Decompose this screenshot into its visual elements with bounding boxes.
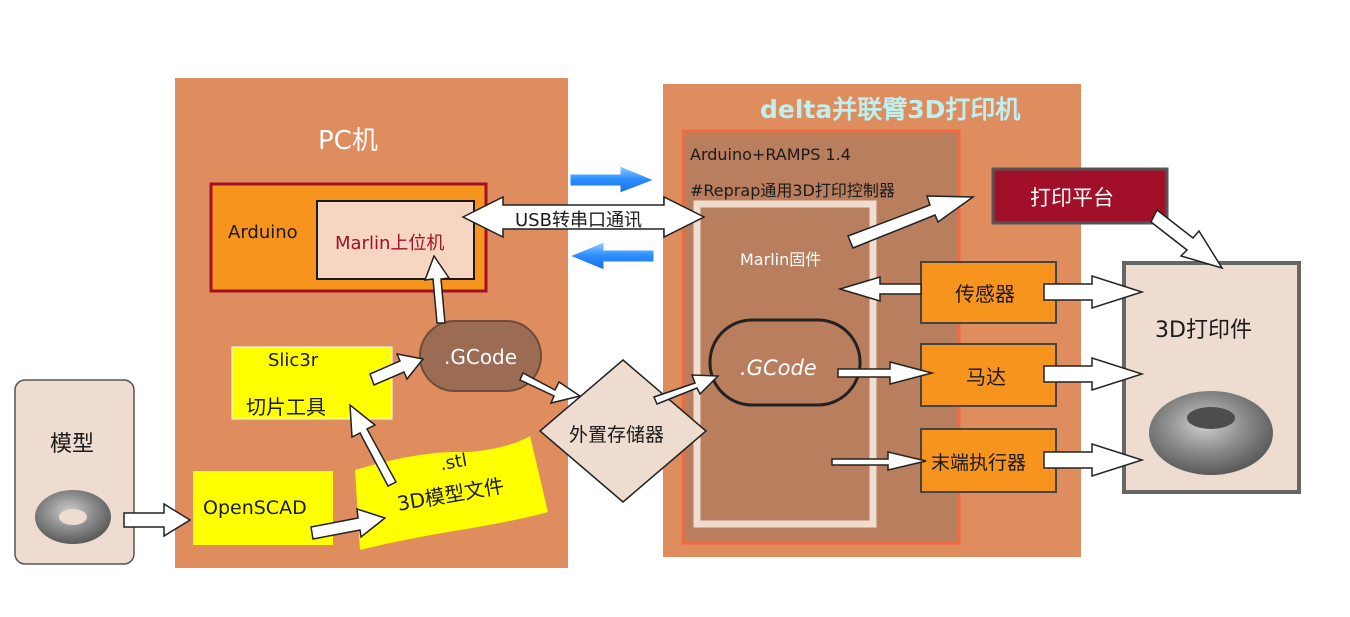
gcode-pill-pc [419, 320, 542, 392]
slicer-name: Slic3r [268, 350, 319, 371]
arduino-label: Arduino [228, 222, 298, 243]
platform-box [991, 167, 1169, 225]
arrow-storage-gcode [652, 374, 720, 405]
model-label: 模型 [50, 432, 95, 457]
arrow-firmware-effector [831, 451, 927, 471]
openscad-box [193, 471, 333, 545]
arrow-gcode-motor [837, 361, 935, 385]
arrow-gcode-storage [519, 371, 582, 405]
printer-title: delta并联臂3D打印机 [760, 95, 1021, 124]
platform-label: 打印平台 [1030, 186, 1114, 210]
stl-document-shape [355, 436, 548, 550]
pc-title: PC机 [318, 126, 378, 156]
controller-line1: Arduino+RAMPS 1.4 [690, 145, 851, 164]
gcode-label-printer: .GCode [740, 356, 817, 380]
arrow-effector-output [1043, 442, 1145, 478]
printed-torus-icon [1149, 391, 1273, 475]
arrow-gcode-marlin [423, 254, 451, 324]
gcode-pill-printer [708, 318, 862, 407]
arrow-firmware-platform [847, 195, 976, 249]
slicer-box [231, 346, 393, 420]
arrow-stl-slicer [349, 403, 398, 487]
openscad-label: OpenSCAD [203, 497, 307, 519]
usb-label: USB转串口通讯 [515, 210, 642, 231]
marlin-host-label: Marlin上位机 [335, 233, 445, 254]
motor-label: 马达 [966, 365, 1006, 389]
slicer-subtitle: 切片工具 [246, 395, 326, 419]
marlin-host-box [316, 200, 475, 280]
effector-box [920, 428, 1057, 493]
blue-arrow-left [568, 241, 655, 271]
sensor-box [920, 261, 1057, 324]
storage-label: 外置存储器 [569, 424, 665, 446]
arrow-openscad-stl [310, 507, 387, 540]
blue-arrow-right [569, 165, 656, 194]
effector-label: 末端执行器 [931, 452, 1027, 474]
arrow-sensor-firmware [837, 275, 922, 303]
arrow-platform-output [1150, 208, 1224, 270]
model-torus-icon [35, 490, 111, 544]
usb-double-arrow [461, 195, 706, 239]
gcode-label-pc: .GCode [444, 345, 518, 369]
arrow-motor-output [1043, 356, 1145, 392]
firmware-label: Marlin固件 [740, 250, 822, 269]
sensor-label: 传感器 [955, 282, 1015, 306]
output-label: 3D打印件 [1155, 318, 1252, 343]
arrow-model-openscad [123, 502, 192, 538]
arrow-slicer-gcode [369, 352, 425, 387]
flow-arrows [123, 195, 1224, 540]
arrow-sensor-output [1043, 274, 1145, 310]
controller-line2: #Reprap通用3D打印控制器 [690, 181, 895, 200]
